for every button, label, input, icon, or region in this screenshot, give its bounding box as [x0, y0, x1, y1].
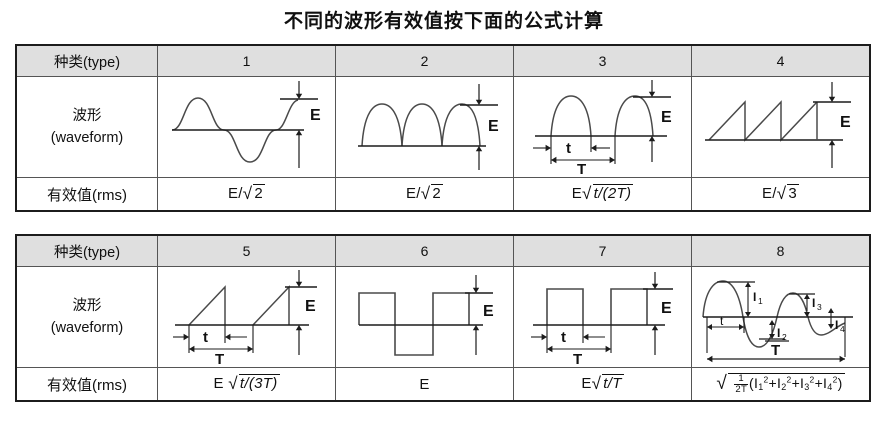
svg-text:1: 1: [758, 296, 763, 306]
bipolar-square-wave-icon: E: [357, 275, 494, 356]
header-col-2: 2: [335, 44, 514, 77]
svg-text:E: E: [488, 118, 499, 135]
waveform-cell-2: E: [335, 76, 514, 178]
full-wave-rectified-sine-icon: E: [357, 84, 499, 170]
rms-radicand-3: t/(2T): [592, 184, 634, 202]
rms-radicand-7: t/T: [602, 374, 624, 392]
rms-lead-1: E/: [227, 185, 243, 202]
svg-text:t: t: [566, 140, 571, 157]
svg-text:I: I: [835, 318, 838, 332]
waveform-table-1: 种类(type) 1 2 3 4 波形 (waveform) E: [15, 44, 871, 212]
svg-text:4: 4: [840, 324, 845, 334]
svg-text:T: T: [577, 161, 586, 176]
table-row: 种类(type) 5 6 7 8: [15, 234, 871, 267]
svg-text:I: I: [812, 296, 815, 310]
waveform-cell-5: E t T: [157, 266, 336, 368]
rms-formula-3: E√t/(2T): [513, 177, 692, 212]
header-col-8: 8: [691, 234, 871, 267]
full-sine-wave-icon: E: [171, 81, 321, 168]
rms-radicand-5: t/(3T): [238, 374, 280, 392]
svg-text:t: t: [561, 329, 566, 346]
row-label-waveform-en: (waveform): [50, 130, 124, 146]
rms-formula-7: E√t/T: [513, 367, 692, 402]
rms-fraction-numerator: 1: [734, 374, 749, 385]
rms-radicand-4: 3: [787, 184, 800, 202]
row-label-waveform: 波形 (waveform): [15, 76, 158, 178]
rms-fraction-8: 1 2T: [734, 374, 749, 395]
svg-text:t: t: [720, 314, 724, 328]
waveform-cell-1: E: [157, 76, 336, 178]
svg-text:2: 2: [782, 332, 787, 342]
rms-formula-8: √ 1 2T (I12+I22+I32+I42): [691, 367, 871, 402]
svg-text:I: I: [753, 290, 756, 304]
table-row: 有效值(rms) E/√2 E/√2 E√t/(2T) E/√3: [15, 177, 871, 212]
svg-text:E: E: [310, 107, 321, 124]
rms-formula-2: E/√2: [335, 177, 514, 212]
svg-text:E: E: [483, 303, 494, 320]
rms-lead-7: E: [581, 375, 592, 392]
svg-text:I: I: [777, 326, 780, 340]
rms-formula-5: E √t/(3T): [157, 367, 336, 402]
rms-lead-3: E: [571, 185, 583, 202]
svg-text:t: t: [203, 329, 208, 346]
waveform-table-2: 种类(type) 5 6 7 8 波形 (waveform) E: [15, 234, 871, 402]
rms-fraction-denominator: 2T: [735, 383, 748, 395]
rms-formula-6: E: [335, 367, 514, 402]
rms-radicand-1: 2: [253, 184, 266, 202]
table-row: 波形 (waveform) E: [15, 266, 871, 368]
header-type-label: 种类(type): [15, 44, 158, 77]
sawtooth-pulse-train-icon: E t T: [172, 270, 317, 367]
waveform-cell-7: E t T: [513, 266, 692, 368]
svg-text:T: T: [771, 342, 780, 359]
header-col-6: 6: [335, 234, 514, 267]
waveform-cell-8: I 1 I 2 I 3 I 4: [691, 266, 871, 368]
rms-terms-8: (I12+I22+I32+I42): [749, 374, 843, 392]
waveform-cell-3: E t T: [513, 76, 692, 178]
svg-text:E: E: [661, 300, 672, 317]
half-wave-rectified-sine-icon: E t T: [532, 80, 672, 176]
rms-formula-1: E/√2: [157, 177, 336, 212]
header-col-1: 1: [157, 44, 336, 77]
table-row: 有效值(rms) E √t/(3T) E E√t/T √ 1 2T (I12+: [15, 367, 871, 402]
rms-lead-5: E: [213, 375, 229, 392]
row-label-rms-2: 有效值(rms): [15, 367, 158, 402]
sawtooth-wave-icon: E: [704, 82, 851, 168]
header-col-4: 4: [691, 44, 871, 77]
table-row: 波形 (waveform) E: [15, 76, 871, 178]
rms-lead-2: E/: [405, 185, 421, 202]
header-type-label-2: 种类(type): [15, 234, 158, 267]
rms-lead-6: E: [419, 375, 430, 393]
row-label-waveform-2: 波形 (waveform): [15, 266, 158, 368]
row-label-waveform-en-2: (waveform): [50, 320, 124, 336]
unipolar-pulse-train-icon: E t T: [530, 272, 673, 367]
header-col-3: 3: [513, 44, 692, 77]
rms-lead-4: E/: [761, 185, 777, 202]
svg-text:3: 3: [817, 302, 822, 312]
svg-text:T: T: [215, 351, 224, 367]
damped-sine-wave-icon: I 1 I 2 I 3 I 4: [701, 280, 853, 363]
table-row: 种类(type) 1 2 3 4: [15, 44, 871, 77]
svg-text:T: T: [573, 351, 582, 367]
svg-text:E: E: [305, 298, 316, 315]
row-label-waveform-zh: 波形: [72, 107, 102, 124]
svg-text:E: E: [840, 114, 851, 131]
row-label-waveform-zh-2: 波形: [72, 297, 102, 314]
rms-formula-4: E/√3: [691, 177, 871, 212]
header-col-5: 5: [157, 234, 336, 267]
waveform-cell-6: E: [335, 266, 514, 368]
header-col-7: 7: [513, 234, 692, 267]
waveform-cell-4: E: [691, 76, 871, 178]
rms-radicand-2: 2: [431, 184, 444, 202]
page-title: 不同的波形有效值按下面的公式计算: [283, 10, 604, 32]
svg-text:E: E: [661, 109, 672, 126]
row-label-rms: 有效值(rms): [15, 177, 158, 212]
